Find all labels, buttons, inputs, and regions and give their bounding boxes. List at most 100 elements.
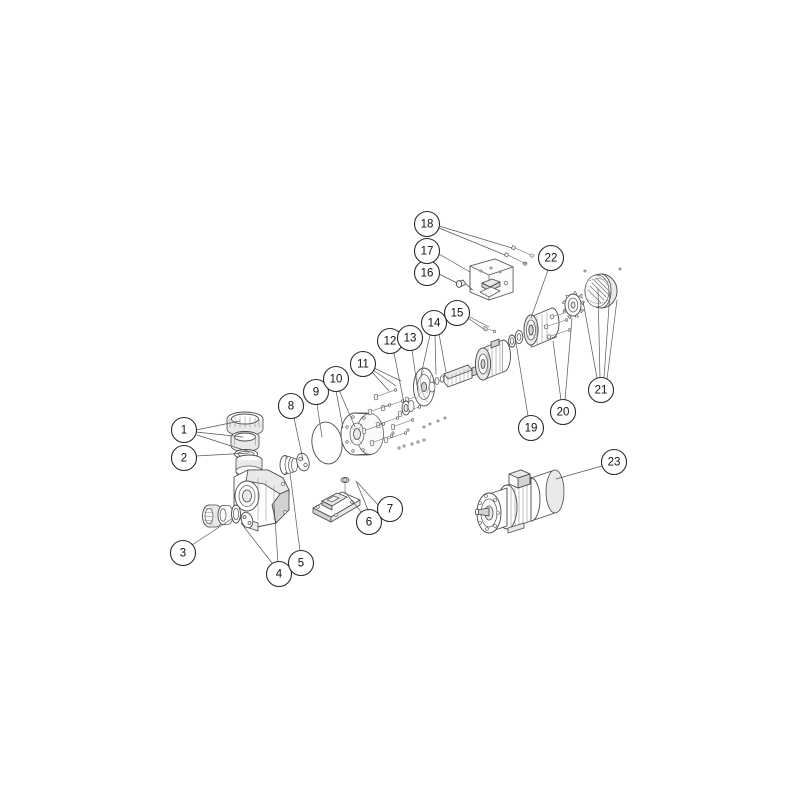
leader-line-21-3 [603, 291, 611, 379]
leader-line-20-1 [552, 340, 562, 401]
callout-label-17: 17 [421, 246, 434, 258]
callout-label-13: 13 [404, 333, 417, 345]
leader-line-21-2 [597, 288, 601, 379]
callout-bubble-15[interactable] [443, 299, 471, 327]
part-stator-housing [523, 307, 560, 348]
callout-label-16: 16 [421, 268, 434, 280]
leader-line-10-2 [338, 389, 356, 428]
part-bearing-seal-plate [240, 511, 254, 529]
leader-line-11-2 [372, 369, 397, 387]
callout-12[interactable]: 12 [376, 327, 404, 355]
callout-bubble-21[interactable] [587, 376, 615, 404]
leader-line-1-3 [196, 434, 251, 453]
callout-label-19: 19 [525, 423, 538, 435]
callout-4[interactable]: 4 [265, 560, 293, 588]
callout-bubble-7[interactable] [376, 495, 404, 523]
callout-20[interactable]: 20 [549, 398, 577, 426]
callout-label-6: 6 [366, 517, 372, 529]
callout-14[interactable]: 14 [420, 309, 448, 337]
part-terminal-box [469, 258, 514, 301]
part-complete-motor-assembly [474, 469, 565, 534]
leader-line-15-1 [467, 315, 490, 328]
part-rotor-core [475, 338, 511, 381]
callout-label-3: 3 [180, 548, 186, 560]
callout-18[interactable]: 18 [413, 210, 441, 238]
callout-10[interactable]: 10 [322, 365, 350, 393]
callout-label-1: 1 [181, 425, 187, 437]
callout-label-9: 9 [313, 387, 319, 399]
leader-line-1-1 [195, 420, 241, 431]
leader-line-21-4 [606, 299, 618, 380]
part-large-o-ring [311, 421, 343, 465]
leader-line-14-3 [438, 333, 447, 373]
leader-line-11-3 [373, 367, 402, 382]
callout-21[interactable]: 21 [587, 376, 615, 404]
callout-8[interactable]: 8 [277, 392, 305, 420]
callout-9[interactable]: 9 [302, 378, 330, 406]
callout-bubble-18[interactable] [413, 210, 441, 238]
callout-bubble-3[interactable] [169, 539, 197, 567]
callout-bubble-9[interactable] [302, 378, 330, 406]
callout-7[interactable]: 7 [376, 495, 404, 523]
callout-label-10: 10 [330, 374, 343, 386]
callout-label-18: 18 [421, 219, 434, 231]
callout-17[interactable]: 17 [413, 237, 441, 265]
leader-line-4-2 [273, 504, 279, 563]
callout-bubble-14[interactable] [420, 309, 448, 337]
callout-label-2: 2 [181, 453, 187, 465]
leader-line-9-1 [316, 403, 323, 438]
callout-15[interactable]: 15 [443, 299, 471, 327]
callout-label-14: 14 [428, 318, 441, 330]
part-bearing-ring-b [217, 505, 234, 525]
callout-16[interactable]: 16 [413, 259, 441, 287]
callout-bubble-10[interactable] [322, 365, 350, 393]
callout-23[interactable]: 23 [600, 448, 628, 476]
callout-bubble-2[interactable] [170, 444, 198, 472]
leader-line-15-2 [467, 317, 486, 331]
callout-13[interactable]: 13 [396, 324, 424, 352]
part-union-sleeve [230, 431, 260, 452]
leader-line-8-1 [293, 417, 304, 461]
callout-bubble-20[interactable] [549, 398, 577, 426]
leader-line-6-1 [344, 491, 363, 514]
callout-bubble-6[interactable] [355, 508, 383, 536]
callout-bubble-5[interactable] [287, 549, 315, 577]
callout-bubble-17[interactable] [413, 237, 441, 265]
hardware-scatter-dots [422, 261, 622, 429]
leader-line-7-1 [356, 481, 380, 507]
callout-bubble-4[interactable] [265, 560, 293, 588]
callout-19[interactable]: 19 [517, 414, 545, 442]
callout-bubble-22[interactable] [537, 244, 565, 272]
part-cable-gland [455, 279, 474, 291]
callout-bubble-23[interactable] [600, 448, 628, 476]
part-gasket-plate [296, 452, 310, 472]
callout-bubble-11[interactable] [349, 350, 377, 378]
callout-label-8: 8 [288, 401, 294, 413]
callout-6[interactable]: 6 [355, 508, 383, 536]
callout-bubble-19[interactable] [517, 414, 545, 442]
callout-22[interactable]: 22 [537, 244, 565, 272]
callout-5[interactable]: 5 [287, 549, 315, 577]
part-bearing [508, 329, 524, 348]
callout-label-22: 22 [545, 253, 558, 265]
leader-line-14-2 [434, 334, 437, 375]
leader-line-14-1 [420, 334, 431, 376]
part-coil-spring [279, 455, 298, 475]
leader-line-10-1 [335, 390, 344, 429]
callout-label-20: 20 [557, 407, 570, 419]
callout-3[interactable]: 3 [169, 539, 197, 567]
callout-bubble-13[interactable] [396, 324, 424, 352]
part-fan-cover [584, 273, 618, 309]
callout-1[interactable]: 1 [170, 416, 198, 444]
callout-bubble-8[interactable] [277, 392, 305, 420]
callout-label-7: 7 [387, 504, 393, 516]
leader-line-5-1 [289, 472, 301, 552]
callout-label-15: 15 [451, 308, 464, 320]
callout-bubble-1[interactable] [170, 416, 198, 444]
callout-label-12: 12 [384, 336, 397, 348]
part-terminal-box-screws [504, 245, 535, 266]
callout-11[interactable]: 11 [349, 350, 377, 378]
callout-2[interactable]: 2 [170, 444, 198, 472]
